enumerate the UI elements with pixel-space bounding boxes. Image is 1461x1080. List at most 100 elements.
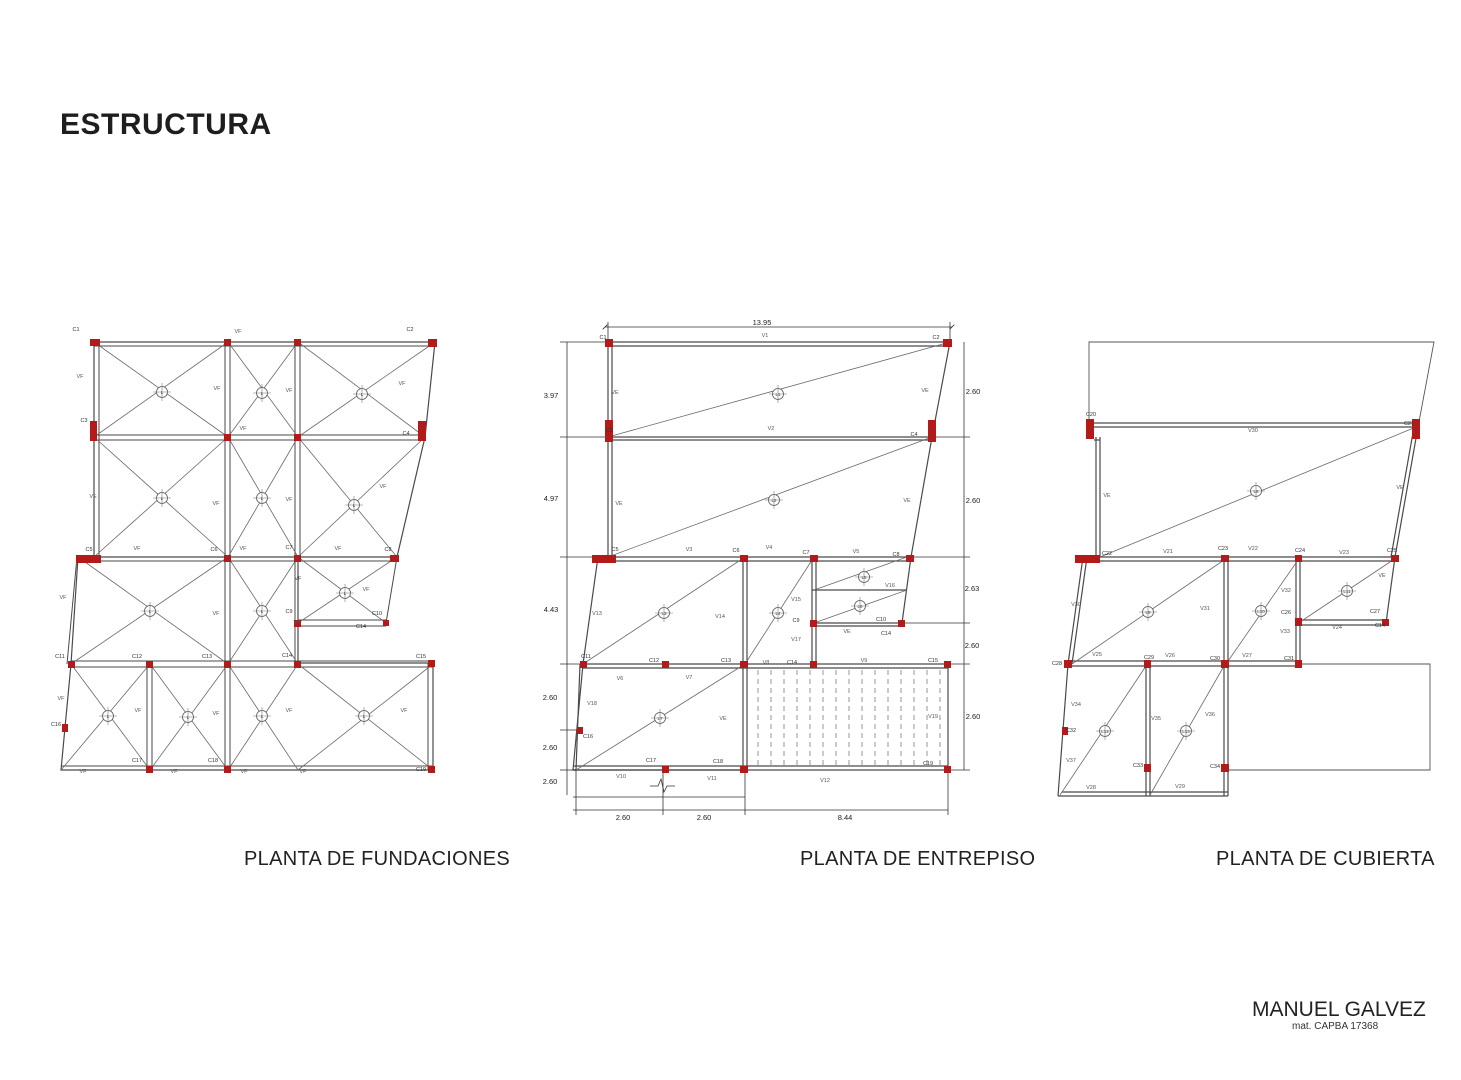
author-registration: mat. CAPBA 17368 bbox=[1292, 1021, 1379, 1032]
beam-label: VF bbox=[79, 769, 87, 775]
columns bbox=[577, 339, 952, 773]
slab-marker-label: L10 bbox=[1257, 609, 1265, 614]
dimension-label: 2.60 bbox=[966, 387, 981, 396]
slab-marker-label: L13 bbox=[1182, 729, 1190, 734]
slab-marker: L bbox=[253, 384, 271, 402]
outline bbox=[608, 341, 951, 624]
beam-label: V1 bbox=[762, 333, 769, 339]
beam-label: V28 bbox=[1086, 785, 1096, 791]
slab-marker: L bbox=[336, 584, 354, 602]
column-label: C14 bbox=[881, 631, 891, 637]
column-label: C29 bbox=[1144, 655, 1154, 661]
beam-label: V5 bbox=[853, 549, 860, 555]
plan-entrepiso bbox=[560, 322, 970, 815]
beam-label: VF bbox=[400, 708, 408, 714]
dimension-label: 2.60 bbox=[616, 813, 631, 822]
dimension-lines bbox=[560, 322, 970, 815]
column-label: C1 bbox=[599, 335, 606, 341]
column-label: C9 bbox=[285, 609, 292, 615]
slab-marker: L bbox=[153, 489, 171, 507]
beam-label: VF bbox=[398, 381, 406, 387]
beam-label: VF bbox=[285, 708, 293, 714]
column-label: C12 bbox=[132, 654, 142, 660]
beam-label: V2 bbox=[768, 426, 775, 432]
dimension-label: 8.44 bbox=[838, 813, 853, 822]
slab-marker: L10 bbox=[1252, 602, 1270, 620]
column-label: C2 bbox=[406, 327, 413, 333]
slab-marker: L bbox=[345, 496, 363, 514]
column-label: C31 bbox=[1284, 656, 1294, 662]
slab-marker-label: L12 bbox=[1101, 729, 1109, 734]
beam-label: VF bbox=[212, 611, 220, 617]
beam-label: V33 bbox=[1280, 629, 1290, 635]
beam-label: VF bbox=[234, 329, 242, 335]
slab-marker: L bbox=[253, 489, 271, 507]
slab-marker-label: L bbox=[363, 714, 366, 719]
slab-marker: L7 bbox=[651, 709, 669, 727]
beam-label: V6 bbox=[617, 676, 624, 682]
slab-marker-label: L1 bbox=[775, 392, 781, 397]
column-label: C23 bbox=[1218, 546, 1228, 552]
dimension-values: 13.953.974.974.432.602.602.602.602.602.6… bbox=[543, 318, 981, 822]
beam-label: V31 bbox=[1200, 606, 1210, 612]
plan-cubierta bbox=[1057, 341, 1435, 797]
column-label: C6 bbox=[210, 547, 217, 553]
beam-label: V3 bbox=[686, 547, 693, 553]
slab-marker: L bbox=[253, 602, 271, 620]
slab-marker-label: L6 bbox=[857, 604, 863, 609]
slab-marker-label: L7 bbox=[657, 716, 663, 721]
beam-label: V26 bbox=[1165, 653, 1175, 659]
beam-label: VF bbox=[133, 546, 141, 552]
beam-label: VF bbox=[239, 426, 247, 432]
beam-label: V12 bbox=[820, 778, 830, 784]
beam-label: VF bbox=[59, 595, 67, 601]
slab-marker: L2 bbox=[765, 491, 783, 509]
beam-label: VF bbox=[240, 769, 248, 775]
column-label: C14 bbox=[356, 624, 366, 630]
column-label: C33 bbox=[1133, 763, 1143, 769]
dimension-label: 3.97 bbox=[544, 391, 559, 400]
beam-label: VF bbox=[293, 620, 301, 626]
beam-label: V22 bbox=[1248, 546, 1258, 552]
beam-label: VF bbox=[213, 386, 221, 392]
column-label: C16 bbox=[583, 734, 593, 740]
slab-marker-label: L5 bbox=[861, 575, 867, 580]
slab-marker: L3 bbox=[655, 604, 673, 622]
dimension-label: 4.43 bbox=[544, 605, 559, 614]
slab-marker-label: L bbox=[353, 503, 356, 508]
beam-label: VE bbox=[611, 390, 619, 396]
beam-label: VE bbox=[1378, 573, 1386, 579]
slab-marker-label: L11 bbox=[1343, 589, 1351, 594]
slab-marker-label: L bbox=[261, 391, 264, 396]
slab-marker: L8 bbox=[1247, 482, 1265, 500]
column-label: C7 bbox=[285, 545, 292, 551]
beam-label: V29 bbox=[1175, 784, 1185, 790]
slab-marker-label: L bbox=[261, 714, 264, 719]
slab-marker-label: L3 bbox=[661, 611, 667, 616]
beam-label: V23 bbox=[1339, 550, 1349, 556]
beam-label: VF bbox=[334, 546, 342, 552]
column-label: C17 bbox=[646, 758, 656, 764]
column-label: C24 bbox=[1295, 548, 1305, 554]
beam-label: VE bbox=[89, 494, 97, 500]
beam-label: V4 bbox=[766, 545, 773, 551]
slab-marker: L11 bbox=[1338, 582, 1356, 600]
stair-hatch bbox=[757, 670, 941, 766]
author-name: MANUEL GALVEZ bbox=[1252, 998, 1426, 1021]
column-label: C1 bbox=[72, 327, 79, 333]
dimension-label: 2.60 bbox=[543, 743, 558, 752]
beam-label: V7 bbox=[686, 675, 693, 681]
beam-label: V11 bbox=[707, 776, 716, 782]
slab-marker: L9 bbox=[1139, 603, 1157, 621]
plan-title-fundaciones: PLANTA DE FUNDACIONES bbox=[244, 848, 510, 870]
slab-marker-label: L bbox=[187, 715, 190, 720]
beam-label: V8 bbox=[763, 660, 770, 666]
beam-label: V13 bbox=[592, 611, 602, 617]
beam-label: V34 bbox=[1071, 702, 1081, 708]
slab-marker: L6 bbox=[851, 597, 869, 615]
beam-label: VF bbox=[285, 388, 293, 394]
beam-label: VE bbox=[1396, 485, 1404, 491]
slab-marker-label: L bbox=[344, 591, 347, 596]
